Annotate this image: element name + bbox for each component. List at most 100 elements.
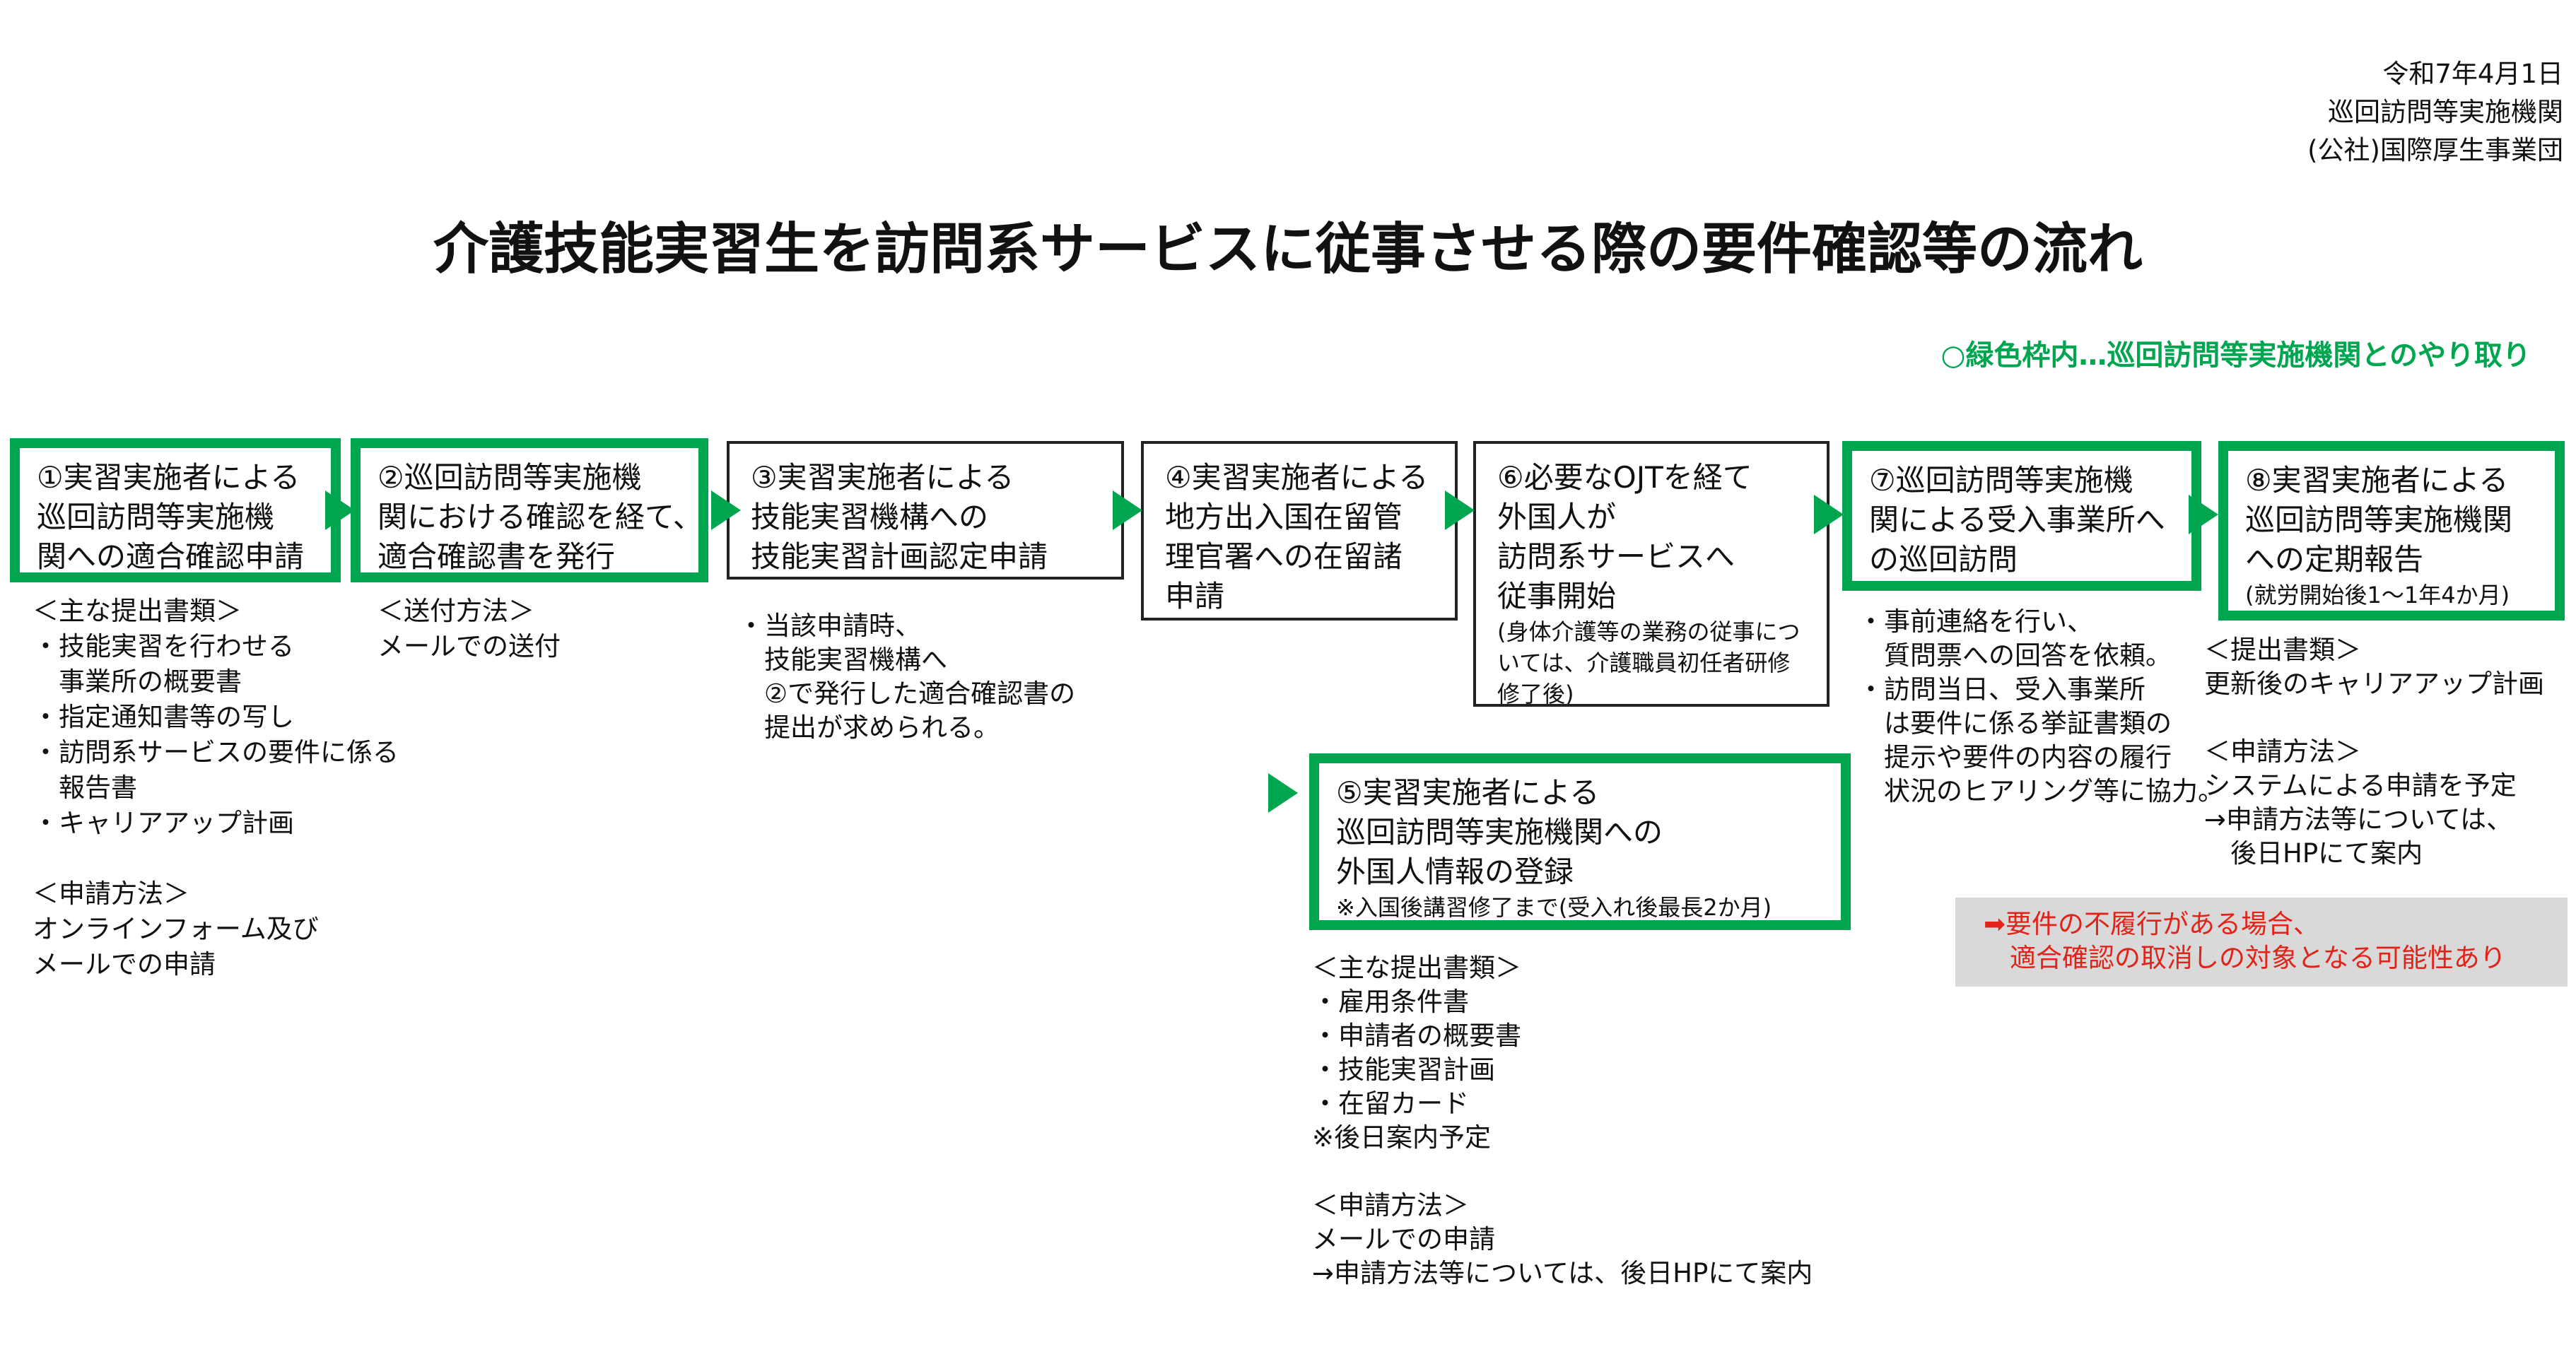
organization-name: 巡回訪問等実施機関	[2328, 97, 2563, 127]
flow-arrow-icon	[1113, 490, 1142, 530]
step-1-box: ①実習実施者による 巡回訪問等実施機 関への適合確認申請	[10, 438, 341, 582]
page-title: 介護技能実習生を訪問系サービスに従事させる際の要件確認等の流れ	[433, 218, 2143, 281]
note-line: ②で発行した適合確認書の	[738, 678, 1076, 709]
step-5-notes: ＜主な提出書類＞ ・雇用条件書 ・申請者の概要書 ・技能実習計画 ・在留カード …	[1312, 951, 1813, 1291]
note-line: ・雇用条件書	[1312, 987, 1469, 1017]
step-3-line: ③実習実施者による	[751, 460, 1014, 495]
step-7-line: の巡回訪問	[1869, 542, 2018, 577]
step-4-line: 地方出入国在留管	[1165, 500, 1403, 534]
note-line: ・当該申請時、	[738, 611, 921, 641]
step-3-line: 技能実習計画認定申請	[751, 539, 1048, 574]
note-line: →申請方法等については、後日HPにて案内	[1312, 1258, 1813, 1288]
note-line: →申請方法等については、	[2204, 804, 2513, 835]
step-2-line: 関における確認を経て、	[377, 500, 703, 534]
note-line: ＜主な提出書類＞	[1312, 953, 1521, 983]
step-5-box: ⑤実習実施者による 巡回訪問等実施機関への 外国人情報の登録 ※入国後講習修了ま…	[1309, 753, 1851, 930]
step-5-line: 外国人情報の登録	[1336, 854, 1574, 889]
note-line: ・事前連絡を行い、	[1858, 606, 2093, 637]
note-line: 状況のヒアリング等に協力。	[1858, 776, 2224, 806]
note-line: ※後日案内予定	[1312, 1122, 1492, 1153]
note-line: ・訪問当日、受入事業所	[1858, 674, 2145, 705]
step-5-note: ※入国後講習修了まで(受入れ後最長2か月)	[1336, 894, 1772, 921]
step-2-box: ②巡回訪問等実施機 関における確認を経て、 適合確認書を発行	[351, 438, 708, 582]
flow-arrow-icon	[2189, 495, 2218, 534]
note-line: ・在留カード	[1312, 1088, 1469, 1119]
note-line: ・申請者の概要書	[1312, 1021, 1521, 1051]
note-line: メールでの申請	[33, 949, 216, 980]
step-6-box: ⑥必要なOJTを経て 外国人が 訪問系サービスへ 従事開始 (身体介護等の業務の…	[1473, 441, 1829, 707]
step-7-line: ⑦巡回訪問等実施機	[1869, 463, 2133, 498]
note-line: ・技能実習計画	[1312, 1054, 1495, 1085]
step-1-line: ①実習実施者による	[37, 460, 300, 495]
note-line: ・指定通知書等の写し	[33, 702, 294, 732]
step-3-line: 技能実習機構への	[751, 500, 989, 534]
note-line: 事業所の概要書	[33, 666, 242, 697]
step-1-line: 関への適合確認申請	[37, 539, 305, 574]
step-6-line: 訪問系サービスへ	[1497, 539, 1735, 574]
step-2-line: ②巡回訪問等実施機	[377, 460, 642, 495]
flow-arrow-icon	[325, 490, 355, 530]
step-4-box: ④実習実施者による 地方出入国在留管 理官署への在留諸 申請	[1141, 441, 1458, 621]
note-line: 提示や要件の内容の履行	[1858, 742, 2172, 772]
step-5-line: ⑤実習実施者による	[1336, 775, 1600, 810]
note-line: 質問票への回答を依頼。	[1858, 640, 2172, 671]
warning-line: 適合確認の取消しの対象となる可能性あり	[1984, 943, 2506, 973]
step-4-line: 申請	[1165, 579, 1225, 613]
step-2-notes: ＜送付方法＞ メールでの送付	[377, 594, 561, 664]
note-line	[1312, 1155, 1813, 1189]
step-1-line: 巡回訪問等実施機	[37, 500, 275, 534]
step-4-line: 理官署への在留諸	[1165, 539, 1403, 574]
step-6-line: 従事開始	[1497, 579, 1617, 613]
step-6-line: 外国人が	[1497, 500, 1617, 534]
step-3-notes: ・当該申請時、 技能実習機構へ ②で発行した適合確認書の 提出が求められる。	[738, 609, 1075, 745]
note-line: ＜申請方法＞	[2204, 736, 2361, 767]
note-line: ・技能実習を行わせる	[33, 631, 294, 662]
legend-note: ○緑色枠内…巡回訪問等実施機関とのやり取り	[1940, 339, 2531, 372]
step-8-box: ⑧実習実施者による 巡回訪問等実施機関 への定期報告 (就労開始後1～1年4か月…	[2218, 441, 2565, 621]
step-3-box: ③実習実施者による 技能実習機構への 技能実習計画認定申請	[727, 441, 1124, 580]
flow-arrow-icon	[1814, 495, 1844, 534]
note-line: 後日HPにて案内	[2204, 838, 2423, 869]
step-4-line: ④実習実施者による	[1165, 460, 1429, 495]
note-line: メールでの送付	[377, 631, 561, 662]
note-line: ＜申請方法＞	[1312, 1190, 1469, 1221]
flow-arrow-icon	[711, 490, 741, 530]
issue-date: 令和7年4月1日	[2382, 59, 2563, 89]
step-7-line: 関による受入事業所へ	[1869, 502, 2165, 537]
warning-line: ➡要件の不履行がある場合、	[1984, 909, 2320, 939]
note-line: オンラインフォーム及び	[33, 914, 319, 944]
step-6-note: 修了後)	[1497, 681, 1574, 707]
step-8-line: への定期報告	[2245, 542, 2424, 577]
note-line: ＜提出書類＞	[2204, 635, 2361, 665]
note-line: ・訪問系サービスの要件に係る	[33, 737, 399, 768]
step-8-line: 巡回訪問等実施機関	[2245, 502, 2513, 537]
flow-arrow-icon	[1268, 773, 1298, 813]
step-8-notes: ＜提出書類＞ 更新後のキャリアアップ計画 ＜申請方法＞ システムによる申請を予定…	[2204, 633, 2544, 871]
step-8-note: (就労開始後1～1年4か月)	[2245, 582, 2510, 609]
note-line: は要件に係る挙証書類の	[1858, 708, 2172, 739]
step-1-notes: ＜主な提出書類＞ ・技能実習を行わせる 事業所の概要書 ・指定通知書等の写し ・…	[33, 594, 399, 982]
note-line: ＜送付方法＞	[377, 596, 534, 626]
step-8-line: ⑧実習実施者による	[2245, 463, 2509, 498]
note-line	[33, 841, 399, 876]
organization-subname: (公社)国際厚生事業団	[2307, 135, 2563, 165]
note-line: メールでの申請	[1312, 1224, 1495, 1254]
note-line: 提出が求められる。	[738, 712, 1000, 743]
step-5-line: 巡回訪問等実施機関への	[1336, 815, 1663, 850]
step-7-box: ⑦巡回訪問等実施機 関による受入事業所へ の巡回訪問	[1842, 441, 2201, 591]
step-6-note: (身体介護等の業務の従事につ	[1497, 618, 1801, 645]
flow-arrow-icon	[1445, 490, 1475, 530]
step-7-notes: ・事前連絡を行い、 質問票への回答を依頼。 ・訪問当日、受入事業所 は要件に係る…	[1858, 605, 2224, 809]
warning-box: ➡要件の不履行がある場合、 適合確認の取消しの対象となる可能性あり	[1955, 898, 2568, 987]
document-header: 令和7年4月1日 巡回訪問等実施機関 (公社)国際厚生事業団	[2307, 55, 2563, 170]
note-line: ・キャリアアップ計画	[33, 808, 294, 838]
note-line	[2204, 701, 2544, 735]
note-line: ＜主な提出書類＞	[33, 596, 242, 626]
note-line: 技能実習機構へ	[738, 645, 947, 675]
note-line: 更新後のキャリアアップ計画	[2204, 669, 2544, 699]
step-6-line: ⑥必要なOJTを経て	[1497, 460, 1752, 495]
note-line: ＜申請方法＞	[33, 878, 189, 909]
note-line: 報告書	[33, 772, 137, 803]
step-2-line: 適合確認書を発行	[377, 539, 616, 574]
step-6-note: いては、介護職員初任者研修	[1497, 649, 1791, 676]
